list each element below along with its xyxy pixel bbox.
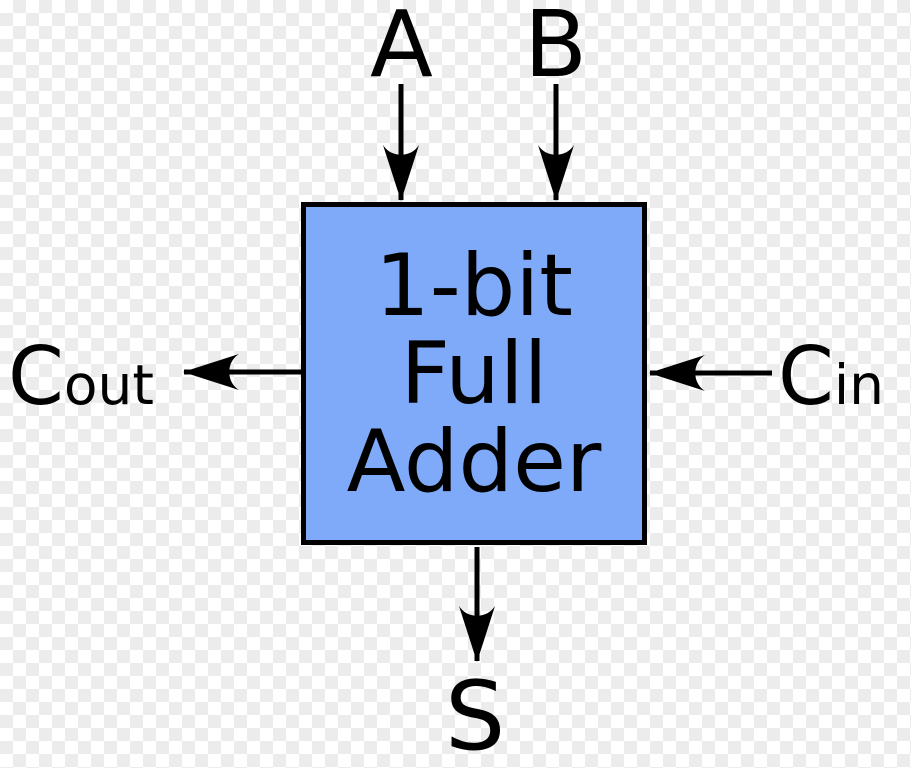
input-a-label: A [370, 0, 433, 98]
input-b-label: B [524, 0, 588, 98]
carry-out-subscript: out [63, 353, 154, 417]
adder-label-line2: Full [400, 323, 548, 424]
sum-label: S [445, 662, 506, 768]
adder-label-line1: 1-bit [375, 235, 573, 336]
carry-in-subscript: in [833, 353, 884, 417]
full-adder-box: 1-bit Full Adder [301, 202, 647, 545]
adder-label-line3: Adder [346, 411, 602, 512]
carry-out-label: Cout [8, 330, 154, 423]
carry-in-label: Cin [778, 330, 884, 423]
carry-out-main: C [8, 330, 64, 423]
carry-in-main: C [778, 330, 834, 423]
